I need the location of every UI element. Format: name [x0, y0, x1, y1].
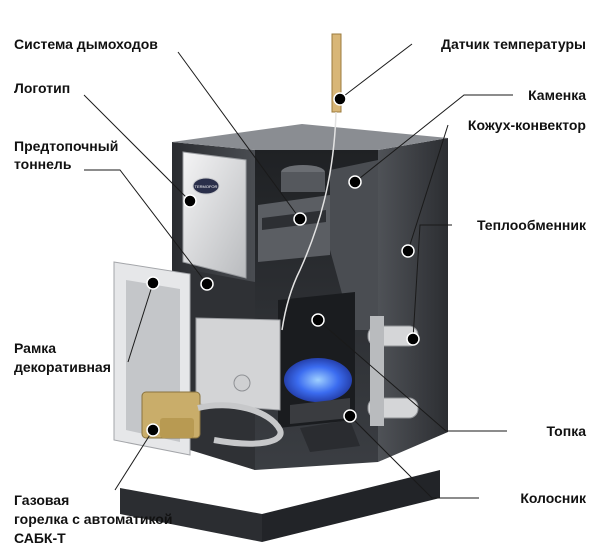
leader-logo — [83, 94, 191, 202]
label-stone-box: Каменка — [528, 87, 586, 103]
leader-gas-burner — [114, 429, 154, 491]
label-gas-burner-line1: Газовая — [14, 492, 70, 508]
leader-temperature-sensor — [339, 43, 413, 100]
marker-temperature-sensor — [333, 92, 347, 106]
label-logo: Логотип — [14, 80, 71, 96]
label-decorative-frame-line2: декоративная — [14, 359, 111, 375]
callout-markers — [146, 92, 420, 437]
marker-gas-burner — [146, 423, 160, 437]
label-heat-exchanger: Теплообменник — [476, 217, 586, 233]
logo-badge-text: TERMOFOR — [195, 184, 218, 189]
leader-grate — [349, 415, 479, 499]
label-pre-firebox-tunnel-line2: тоннель — [14, 156, 72, 172]
marker-firebox — [311, 313, 325, 327]
stone-box-panel — [330, 160, 378, 330]
burner-mount-plate — [195, 317, 281, 411]
leader-lines — [83, 43, 513, 499]
burner-gas-pipe — [197, 402, 284, 447]
leader-stone-box — [354, 94, 513, 183]
gas-burner-assembly — [141, 317, 284, 447]
marker-decorative-frame — [146, 276, 160, 290]
label-firebox: Топка — [546, 423, 586, 439]
temperature-sensor-wire — [281, 111, 337, 331]
leader-chimney-system — [177, 51, 301, 220]
label-decorative-frame-line1: Рамка — [14, 340, 57, 356]
label-grate: Колосник — [520, 490, 586, 506]
logo-badge — [192, 177, 220, 195]
marker-chimney-system — [293, 212, 307, 226]
gas-flame — [284, 358, 352, 402]
leader-casing-convector — [407, 124, 449, 252]
burner-fitting — [233, 374, 251, 392]
label-temperature-sensor: Датчик температуры — [441, 36, 586, 52]
marker-grate — [343, 409, 357, 423]
burner-control-unit — [160, 418, 194, 438]
temperature-sensor-probe — [331, 33, 342, 113]
label-gas-burner-line3: САБК-Т — [14, 530, 66, 546]
marker-logo — [183, 194, 197, 208]
flue-pipe-body — [281, 172, 325, 192]
marker-casing-convector — [401, 244, 415, 258]
marker-stone-box — [348, 175, 362, 189]
grate-bars — [290, 398, 350, 424]
leader-heat-exchanger — [412, 224, 452, 340]
casing-top-rim — [172, 124, 448, 150]
ash-tray — [300, 420, 360, 452]
leader-decorative-frame — [127, 282, 154, 363]
marker-heat-exchanger — [406, 332, 420, 346]
label-casing-convector: Кожух-конвектор — [467, 117, 586, 133]
stove-base — [120, 488, 262, 542]
leader-pre-firebox-tunnel — [84, 169, 208, 285]
label-chimney-system: Система дымоходов — [14, 36, 158, 52]
label-gas-burner-line2: горелка с автоматикой — [14, 511, 173, 527]
stove-base-right — [262, 470, 440, 542]
logo-plate — [182, 151, 247, 279]
marker-pre-firebox-tunnel — [200, 277, 214, 291]
casing-right — [378, 138, 448, 462]
label-pre-firebox-tunnel-line1: Предтопочный — [14, 138, 119, 154]
leader-firebox — [317, 319, 507, 432]
